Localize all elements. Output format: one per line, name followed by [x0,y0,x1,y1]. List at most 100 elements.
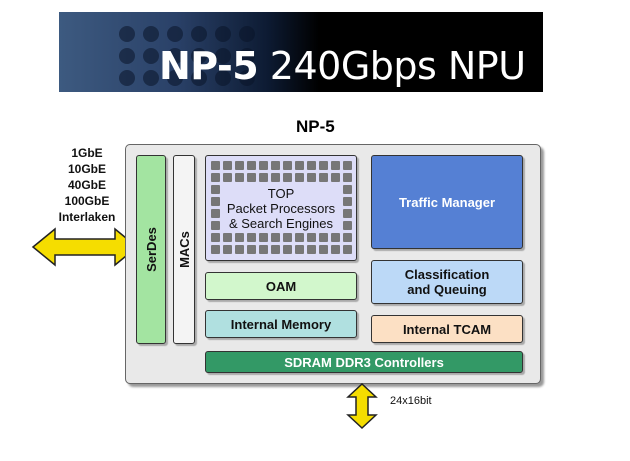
banner-decor-dot [119,70,135,86]
top-label: TOP Packet Processors & Search Engines [227,186,335,231]
processor-dot [235,161,244,170]
processor-dot [307,173,316,182]
internal-tcam-label: Internal TCAM [402,321,492,337]
classification-line: and Queuing [407,282,487,297]
chip-title: NP-5 [296,117,335,136]
processor-dot [235,245,244,254]
macs-label: MACs [176,231,192,268]
processor-dot [331,245,340,254]
traffic-manager-block: Traffic Manager [371,155,523,249]
banner-decor-dot [119,26,135,42]
processor-dot [247,173,256,182]
processor-dot [235,173,244,182]
banner-decor-dot [215,70,231,86]
processor-dot [259,161,268,170]
processor-dot [343,209,352,218]
internal-memory-label: Internal Memory [230,316,332,332]
banner-decor-dot [167,70,183,86]
processor-dot [343,185,352,194]
memory-io-arrow-icon [346,382,378,430]
processor-dot [283,161,292,170]
banner-decor-dot [167,48,183,64]
memory-width-label: 24x16bit [390,395,432,407]
macs-block: MACs [173,155,195,344]
banner-title-rest: 240Gbps NPU [258,44,526,88]
top-label-line: TOP [267,185,295,201]
banner-decor-dot [119,48,135,64]
banner-background [59,12,319,92]
banner-decor-dot [239,70,255,86]
sdram-label: SDRAM DDR3 Controllers [284,354,444,370]
processor-dot [319,173,328,182]
banner-decor-dot [167,26,183,42]
banner-decor-dot [143,48,159,64]
processor-dot [259,233,268,242]
processor-dot [343,173,352,182]
banner-decor-dot [215,48,231,64]
processor-dot [271,161,280,170]
processor-dot [271,173,280,182]
internal-memory-block: Internal Memory [205,310,357,338]
processor-dot [331,233,340,242]
processor-dot [283,245,292,254]
title-banner: NP-5 240Gbps NPU [59,12,543,92]
processor-dot [211,197,220,206]
port-label: 1GbE [71,146,103,160]
processor-dot [319,233,328,242]
processor-dot [343,221,352,230]
processor-dot [343,233,352,242]
processor-dot [295,233,304,242]
processor-dot [283,233,292,242]
processor-dot [331,173,340,182]
processor-dot [307,233,316,242]
processor-dot [319,161,328,170]
processor-dot [223,173,232,182]
processor-dot [211,233,220,242]
processor-dot [211,185,220,194]
banner-decor-dot [143,70,159,86]
processor-dot [211,245,220,254]
processor-dot [343,161,352,170]
processor-dot [343,245,352,254]
processor-dot [247,161,256,170]
top-label-line: & Search Engines [228,215,334,231]
banner-decor-dot [239,26,255,42]
processor-dot [247,245,256,254]
processor-dot [247,233,256,242]
processor-dot [307,245,316,254]
oam-label: OAM [265,278,297,294]
processor-dot [271,233,280,242]
processor-dot [211,209,220,218]
processor-dot [331,161,340,170]
sdram-controllers-block: SDRAM DDR3 Controllers [205,351,523,373]
traffic-manager-label: Traffic Manager [398,194,496,210]
processor-dot [307,161,316,170]
port-label: 40GbE [67,178,106,192]
serdes-block: SerDes [136,155,166,344]
port-label: 100GbE [64,194,110,208]
processor-dot [271,245,280,254]
top-label-line: Packet Processors [226,200,336,216]
serdes-label: SerDes [143,227,159,272]
top-processors-block: TOP Packet Processors & Search Engines [205,155,357,261]
processor-dot [211,173,220,182]
banner-title: NP-5 240Gbps NPU [159,44,526,88]
processor-dot [211,161,220,170]
processor-dot [283,173,292,182]
banner-decor-dot [239,48,255,64]
processor-dot [235,233,244,242]
banner-title-bold: NP-5 [159,44,259,88]
processor-dot [295,161,304,170]
processor-dot [223,245,232,254]
classification-line: Classification [404,267,490,282]
banner-decor-dot [191,70,207,86]
processor-dot [259,245,268,254]
processor-dot [295,173,304,182]
banner-decor-dot [191,48,207,64]
banner-decor-dot [191,26,207,42]
processor-dot [259,173,268,182]
banner-decor-dot [143,26,159,42]
processor-dot [295,245,304,254]
